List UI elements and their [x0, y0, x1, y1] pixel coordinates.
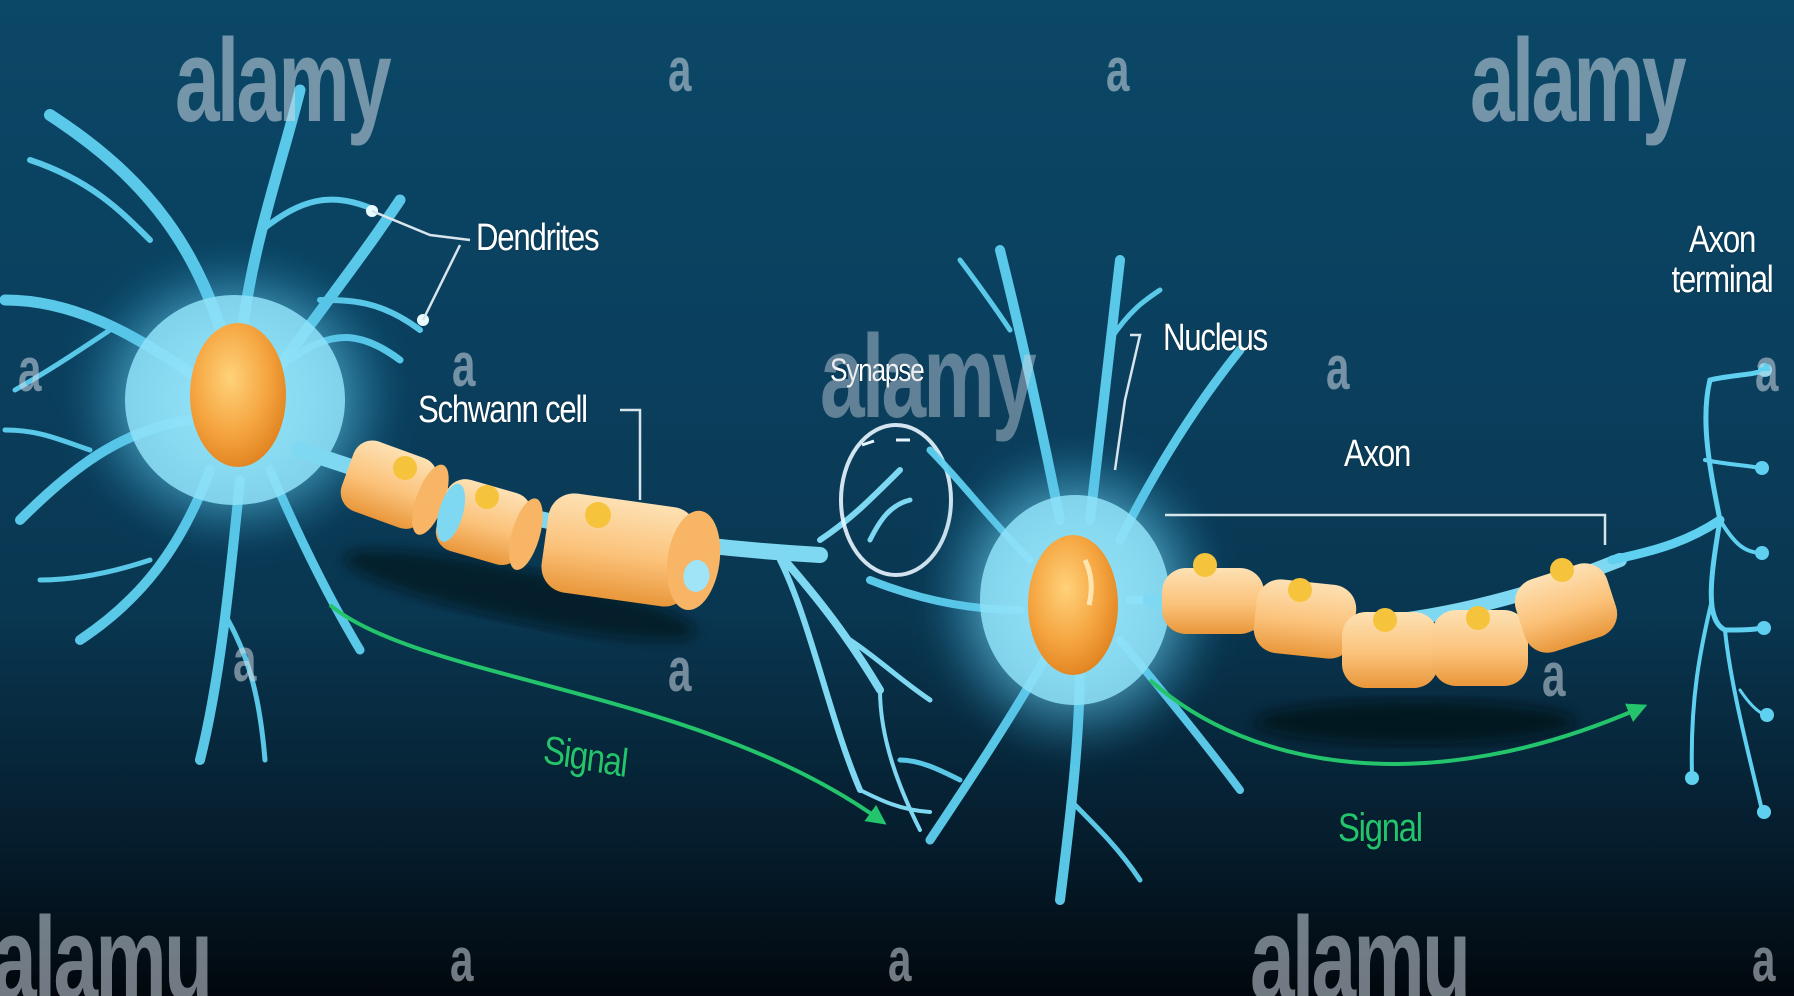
axon-terminal	[1612, 370, 1765, 810]
watermark-mark: a	[1542, 645, 1565, 707]
watermark-mark: a	[233, 630, 256, 692]
signal-arrow-left	[330, 605, 880, 820]
watermark-mark: a	[888, 930, 911, 992]
label-axon-terminal-line2: terminal	[1665, 260, 1780, 300]
watermark-mark: a	[1106, 40, 1129, 102]
axon-terminal-boutons	[1685, 363, 1774, 819]
watermark-brand-cut: alamu	[1250, 900, 1468, 996]
label-signal-right: Signal	[1338, 808, 1422, 848]
label-nucleus: Nucleus	[1163, 318, 1267, 358]
neuron-2-nucleus	[1028, 535, 1118, 675]
label-axon: Axon	[1344, 434, 1410, 474]
watermark-mark: a	[1752, 930, 1775, 992]
watermark-mark: a	[452, 335, 475, 397]
label-axon-terminal-line1: Axon	[1665, 220, 1780, 260]
label-schwann-cell: Schwann cell	[418, 390, 587, 430]
neuron-1-axon-branches	[780, 470, 930, 830]
neuron-1-nucleus	[190, 323, 286, 467]
watermark-brand-cut: alamu	[0, 900, 210, 996]
watermark-mark: a	[668, 640, 691, 702]
watermark-mark: a	[668, 40, 691, 102]
watermark-mark: a	[450, 930, 473, 992]
label-dendrites: Dendrites	[476, 218, 598, 258]
watermark-brand: alamy	[820, 318, 1034, 436]
watermark-mark: a	[1755, 340, 1778, 402]
watermark-brand: alamy	[175, 22, 389, 140]
watermark-brand: alamy	[1470, 22, 1684, 140]
label-axon-terminal: Axon terminal	[1652, 220, 1792, 300]
watermark-mark: a	[18, 340, 41, 402]
watermark-mark: a	[1326, 338, 1349, 400]
myelin-shadow-2	[1255, 700, 1575, 744]
